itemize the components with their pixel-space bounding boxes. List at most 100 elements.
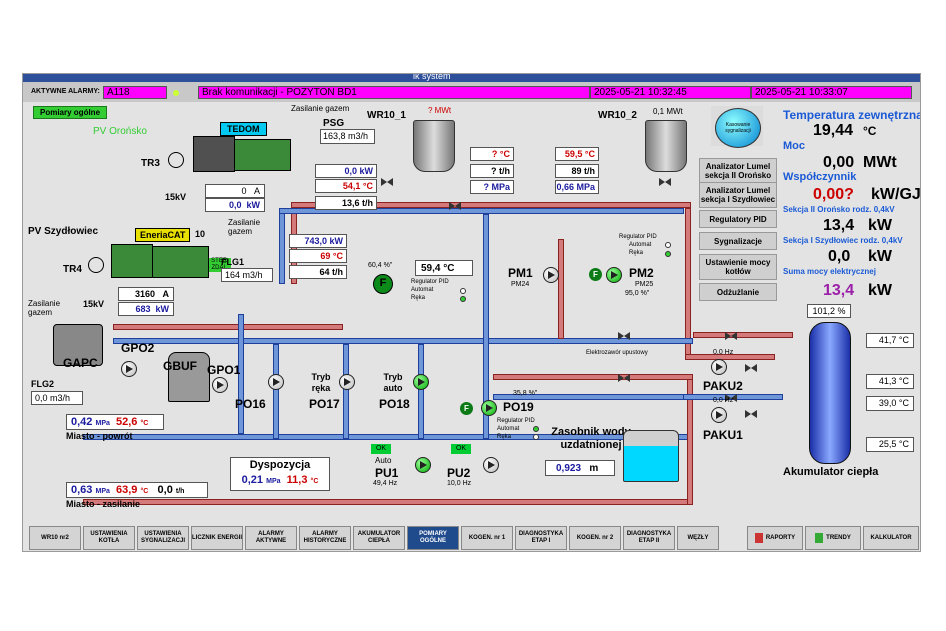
return-pipe	[273, 344, 279, 439]
akumulator-percent: 101,2 %	[807, 304, 851, 318]
alarm-message[interactable]: Brak komunikacji - POZYTON BD1	[198, 86, 590, 99]
eneria-current-value: 3160	[134, 289, 155, 299]
eneria-box-flow: 64 t/h	[289, 265, 347, 279]
reg-pid-label: Regulator PID	[411, 279, 449, 285]
nav-kogen-nr2[interactable]: KOGEN. nr 2	[569, 526, 621, 550]
kv15-b-label: 15kV	[83, 299, 105, 309]
nav-wezly[interactable]: WĘZŁY	[677, 526, 719, 550]
tedom-current-unit: A	[253, 186, 260, 196]
wr10-1-pressure: ? MPa	[470, 180, 514, 194]
generator-icon	[193, 136, 235, 172]
engine-icon	[234, 139, 291, 171]
alarm-code[interactable]: A118	[103, 86, 167, 99]
zasilanie-gazem-2-label: Zasilanie gazem	[228, 218, 261, 236]
transformer-icon	[168, 152, 184, 168]
menu-odzuzlanie[interactable]: Odżużlanie	[699, 283, 777, 301]
nav-diagnostyka-etap1[interactable]: DIAGNOSTYKA ETAP I	[515, 526, 567, 550]
nav-kalkulator[interactable]: KALKULATOR	[863, 526, 919, 550]
nav-raporty[interactable]: RAPORTY	[747, 526, 803, 550]
pu2-ok-badge: OK	[451, 444, 471, 454]
valve-icon[interactable]	[659, 178, 671, 186]
dyspozycja-label: Dyspozycja	[249, 459, 311, 471]
wr10-1-label: WR10_1	[367, 110, 406, 121]
nav-ustawienia-sygnalizacji[interactable]: USTAWIENIA SYGNALIZACJI	[137, 526, 189, 550]
paku2-hz: 0,0 Hz	[713, 349, 734, 356]
nav-pomiary-ogolne[interactable]: POMIARY OGÓLNE	[407, 526, 459, 550]
nav-wr10-nr2[interactable]: WR10 nr2	[29, 526, 81, 550]
akumulator-temp-3: 39,0 °C	[866, 396, 914, 411]
moc-value: 0,00	[823, 154, 855, 171]
pm1-pump-icon[interactable]	[543, 267, 559, 283]
po19-pump-icon[interactable]	[481, 400, 497, 416]
kasowanie-button[interactable]: Kasowanie sygnalizacji	[715, 108, 761, 148]
tedom-current: 0 A	[205, 184, 265, 198]
return-pipe	[343, 344, 349, 439]
elektrozawor-label: Elektrozawór upustowy	[586, 350, 648, 356]
gpo2-label: GPO2	[121, 341, 155, 355]
valve-icon[interactable]	[725, 394, 737, 402]
active-alarms-bar: AKTYWNE ALARMY: A118 Brak komunikacji - …	[23, 82, 920, 102]
wr10-1-temp: ? °C	[470, 147, 514, 161]
nav-alarmy-historyczne[interactable]: ALARMY HISTORYCZNE	[299, 526, 351, 550]
wspolczynnik-label: Współczynnik	[783, 171, 857, 183]
gbuf-label: GBUF	[163, 359, 197, 373]
gpo1-pump-icon[interactable]	[212, 377, 228, 393]
miasto-powrot-temp-unit: °C	[140, 420, 149, 427]
valve-icon[interactable]	[381, 178, 393, 186]
wspolczynnik-value: 0,00?	[813, 186, 854, 203]
po18-mode: Tryb auto	[383, 372, 403, 393]
return-pipe	[483, 214, 489, 439]
kv15-a-label: 15kV	[165, 192, 187, 202]
menu-analizator-szydlowiec[interactable]: Analizator Lumel sekcja I Szydłowiec	[699, 182, 777, 208]
pm2-pump-icon[interactable]	[606, 267, 622, 283]
nav-diagnostyka-etap2[interactable]: DIAGNOSTYKA ETAP II	[623, 526, 675, 550]
nav-licznik-energii[interactable]: LICZNIK ENERGII	[191, 526, 243, 550]
eneria-box-temp: 69 °C	[289, 249, 347, 263]
suma-unit: kW	[868, 282, 892, 299]
nav-akumulator-ciepla[interactable]: AKUMULATOR CIEPŁA	[353, 526, 405, 550]
miasto-zasilanie-pressure: 0,63	[71, 484, 93, 496]
nav-trendy[interactable]: TRENDY	[805, 526, 861, 550]
sekcja2-value: 13,4	[823, 217, 855, 234]
po16-pump-icon[interactable]	[268, 374, 284, 390]
gpo2-pump-icon[interactable]	[121, 361, 137, 377]
gapc-tank-icon	[53, 324, 103, 366]
valve-icon[interactable]	[725, 332, 737, 340]
f-regulator-icon[interactable]: F	[373, 274, 393, 294]
po16-label: PO16	[235, 397, 266, 411]
eneria-power-value: 683	[135, 304, 151, 314]
po18-pump-icon[interactable]	[413, 374, 429, 390]
zasobnik-level: 0,923 m	[545, 460, 615, 476]
reg-temperature: 59,4 °C	[415, 260, 473, 276]
tr3-label: TR3	[141, 158, 160, 169]
menu-ustawienie-mocy[interactable]: Ustawienie mocy kotłów	[699, 254, 777, 280]
miasto-zasilanie-flow-unit: t/h	[175, 488, 185, 495]
valve-icon[interactable]	[618, 374, 630, 382]
menu-sygnalizacje[interactable]: Sygnalizacje	[699, 232, 777, 250]
pu2-pump-icon[interactable]	[483, 457, 499, 473]
return-pipe	[279, 208, 684, 214]
valve-icon[interactable]	[449, 202, 461, 210]
pu2-label: PU2	[447, 466, 471, 480]
pu1-pump-icon[interactable]	[415, 457, 431, 473]
sekcja1-value: 0,0	[828, 248, 851, 265]
menu-regulatory-pid[interactable]: Regulatory PID	[699, 210, 777, 228]
tedom-power: 0,0 kW	[205, 198, 265, 212]
valve-icon[interactable]	[745, 410, 757, 418]
menu-analizator-oronsko[interactable]: Analizator Lumel sekcja II Orońsko	[699, 158, 777, 184]
nav-alarmy-aktywne[interactable]: ALARMY AKTYWNE	[245, 526, 297, 550]
gapc-label: GAPC	[63, 356, 98, 370]
valve-icon[interactable]	[745, 364, 757, 372]
nav-kogen-nr1[interactable]: KOGEN. nr 1	[461, 526, 513, 550]
alarm-time-start[interactable]: 2025-05-21 10:32:45	[590, 86, 751, 99]
paku2-pump-icon[interactable]	[711, 359, 727, 375]
po17-pump-icon[interactable]	[339, 374, 355, 390]
pm-reg-reka-label: Ręka	[629, 250, 644, 256]
nav-ustawienia-kotla[interactable]: USTAWIENIA KOTŁA	[83, 526, 135, 550]
alarm-time-end[interactable]: 2025-05-21 10:33:07	[751, 86, 912, 99]
paku1-pump-icon[interactable]	[711, 407, 727, 423]
miasto-powrot-label: Miasto - powrót	[66, 431, 133, 441]
temp-ext-value: 19,44	[813, 122, 854, 139]
valve-icon[interactable]	[618, 332, 630, 340]
tedom-box-temp: 54,1 °C	[315, 179, 377, 193]
